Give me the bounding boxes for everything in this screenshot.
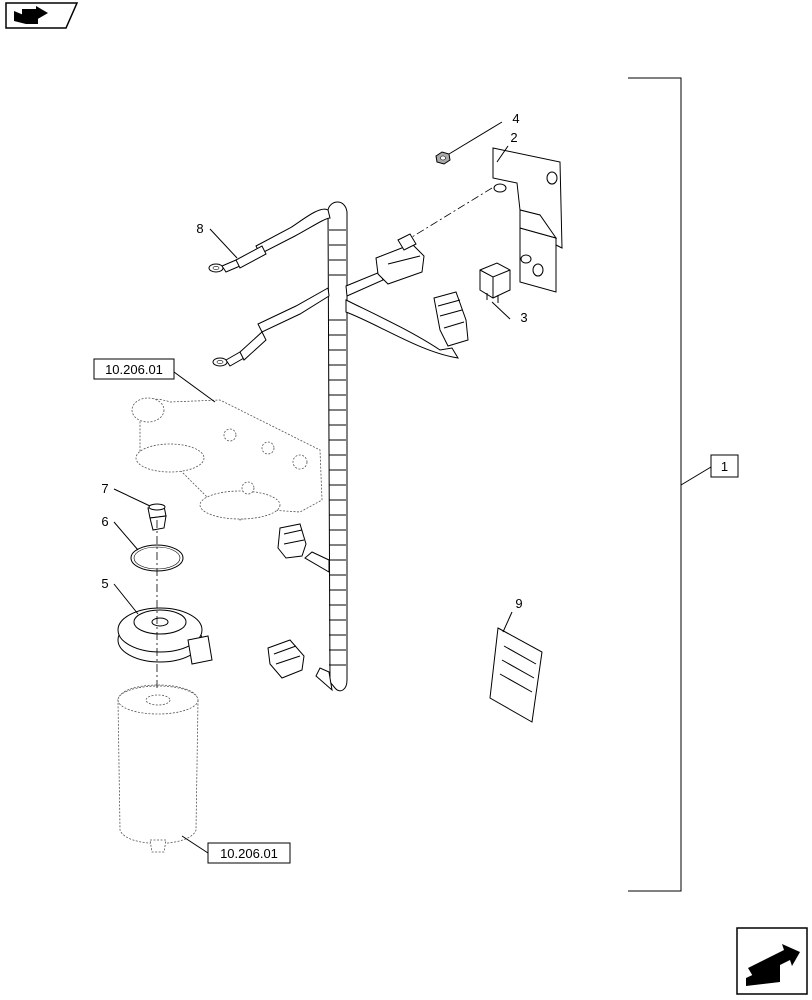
harness-plug-lower-2 — [267, 639, 305, 679]
ring-terminal-lower — [212, 331, 267, 367]
nut-part — [435, 151, 451, 165]
next-page-arrow-icon[interactable] — [736, 927, 808, 995]
filter-head-ghost — [131, 397, 323, 521]
callout-4-label: 4 — [512, 111, 519, 126]
callout-2: 2 — [496, 130, 518, 163]
callout-8: 8 — [196, 221, 238, 259]
harness-plug-lower-1 — [277, 523, 307, 559]
assembly-callout-1: 1 — [710, 454, 739, 478]
callout-6-label: 6 — [101, 514, 108, 529]
wiring-harness-part — [255, 201, 459, 692]
callout-4: 4 — [448, 111, 520, 155]
assembly-bracket — [628, 77, 712, 892]
harness-plug-right — [433, 291, 469, 347]
mounting-bracket-part — [492, 147, 563, 293]
filter-cartridge-ghost — [117, 684, 199, 853]
relay-part — [479, 262, 511, 303]
reference-box-filter-head[interactable]: 10.206.01 — [93, 358, 216, 403]
callout-5: 5 — [101, 576, 139, 615]
assembly-callout-label: 1 — [721, 459, 728, 474]
callout-7-label: 7 — [101, 481, 108, 496]
callout-3-label: 3 — [520, 310, 527, 325]
callout-2-label: 2 — [510, 130, 517, 145]
fitting-part — [147, 503, 167, 531]
harness-connector-top — [375, 233, 425, 285]
book-arrow-icon[interactable] — [5, 2, 79, 29]
callout-6: 6 — [101, 514, 139, 551]
callout-5-label: 5 — [101, 576, 108, 591]
ring-terminal-upper — [208, 245, 267, 273]
reference-label-1: 10.206.01 — [105, 362, 163, 377]
manual-booklet-part — [489, 627, 543, 723]
callout-8-label: 8 — [196, 221, 203, 236]
reference-box-filter-cartridge[interactable]: 10.206.01 — [181, 835, 291, 864]
callout-9-label: 9 — [515, 596, 522, 611]
callout-7: 7 — [101, 481, 151, 507]
reference-label-2: 10.206.01 — [220, 846, 278, 861]
callout-9: 9 — [502, 596, 523, 633]
callout-3: 3 — [491, 301, 528, 325]
sensor-body-part — [117, 607, 213, 665]
